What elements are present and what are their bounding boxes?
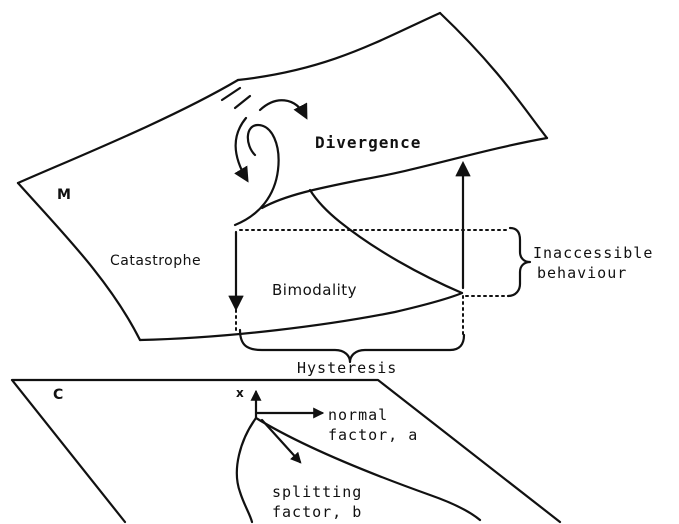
- divergence-arrow-right: [260, 100, 306, 117]
- surface-m-left-edge: [18, 80, 238, 183]
- inaccessible-label-line1: Inaccessible: [533, 246, 653, 261]
- cusp-curl: [235, 125, 279, 225]
- x-axis-label: x: [236, 387, 244, 399]
- hysteresis-bracket: [240, 330, 464, 362]
- cusp-tube-a: [222, 88, 250, 108]
- splitting-factor-arrow: [262, 420, 300, 462]
- fold-line-lower: [310, 190, 462, 293]
- divergence-label: Divergence: [315, 135, 421, 151]
- catastrophe-label: Catastrophe: [110, 254, 201, 268]
- cusp-branch-left: [237, 418, 256, 522]
- inaccessible-label-line2: behaviour: [537, 266, 627, 281]
- hysteresis-label: Hysteresis: [297, 361, 397, 376]
- splitting-factor-line2: factor, b: [272, 505, 362, 520]
- inaccessible-bracket: [508, 228, 530, 296]
- normal-factor-line1: normal: [328, 408, 388, 423]
- divergence-arrow-left: [236, 118, 247, 180]
- bimodality-label: Bimodality: [272, 283, 357, 298]
- surface-m-label: M: [57, 188, 71, 202]
- plane-c-label: C: [53, 388, 64, 402]
- surface-m-right-edge: [440, 13, 547, 138]
- splitting-factor-line1: splitting: [272, 485, 362, 500]
- surface-m-top-edge: [238, 13, 440, 80]
- normal-factor-line2: factor, a: [328, 428, 418, 443]
- surface-m-bottom-edge: [140, 293, 462, 340]
